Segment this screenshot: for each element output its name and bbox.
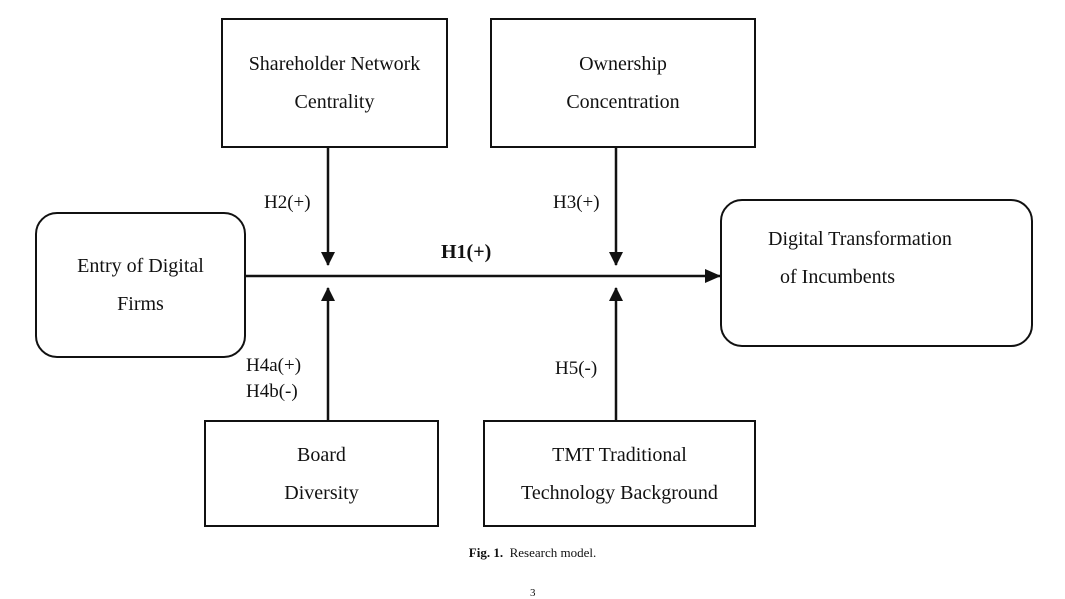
ownership-concentration-box: Ownership Concentration	[490, 18, 756, 148]
board-line2: Diversity	[284, 481, 359, 504]
tmt-line2: Technology Background	[521, 481, 718, 504]
caption-fig-number: Fig. 1.	[468, 545, 504, 560]
board-line1: Board	[297, 443, 346, 466]
ownership-line1: Ownership	[579, 53, 667, 75]
figure-caption: Fig. 1. Research model.	[0, 545, 1065, 561]
caption-text: Research model.	[509, 545, 597, 560]
digital-line2: of Incumbents	[780, 266, 895, 288]
entry-line2: Firms	[117, 293, 164, 315]
h3-label: H3(+)	[553, 192, 600, 213]
page-number: 3	[530, 587, 536, 599]
h1-label: H1(+)	[441, 241, 492, 263]
h4a-label: H4a(+)	[246, 355, 302, 376]
board-diversity-box: Board Diversity	[204, 420, 439, 527]
entry-line1: Entry of Digital	[77, 255, 204, 277]
ownership-line2: Concentration	[566, 91, 680, 113]
entry-of-digital-firms-box: Entry of Digital Firms	[35, 212, 246, 358]
h4b-label: H4b(-)	[246, 381, 298, 402]
digital-transformation-box: Digital Transformation of Incumbents	[720, 199, 1033, 347]
h5-label: H5(-)	[555, 358, 598, 379]
digital-line1: Digital Transformation	[768, 228, 952, 250]
shareholder-line1: Shareholder Network	[248, 53, 421, 75]
tmt-background-box: TMT Traditional Technology Background	[483, 420, 756, 527]
shareholder-line2: Centrality	[294, 91, 375, 113]
h2-label: H2(+)	[264, 192, 311, 213]
tmt-line1: TMT Traditional	[552, 443, 687, 466]
shareholder-network-centrality-box: Shareholder Network Centrality	[221, 18, 448, 148]
